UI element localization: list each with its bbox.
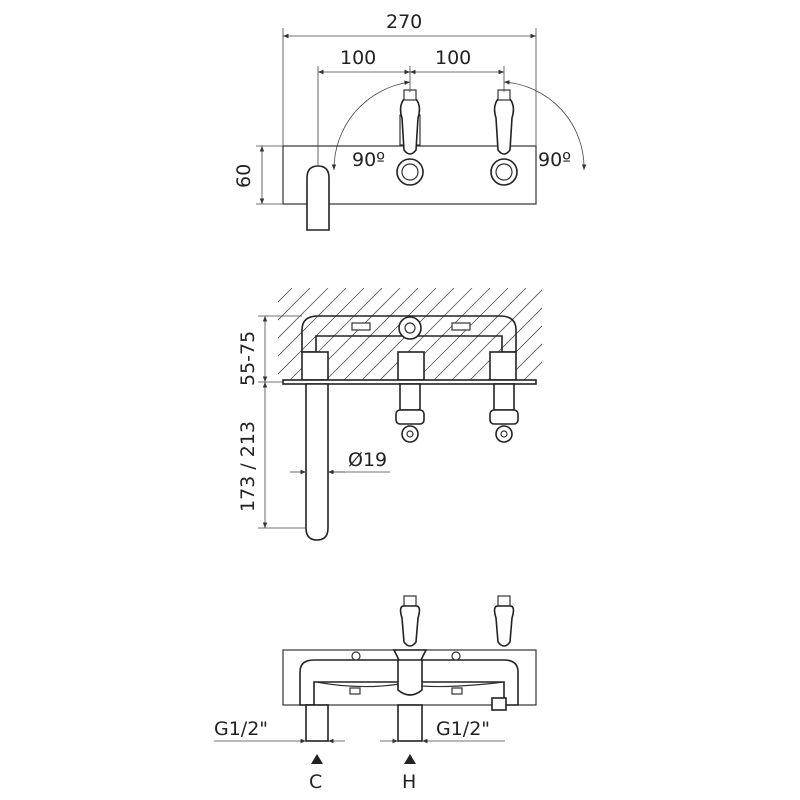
- dim-overall-width: 270: [386, 11, 422, 33]
- dim-spout-diameter: Ø19: [348, 449, 387, 471]
- dim-wall-depth: 55-75: [237, 331, 259, 386]
- dim-spout-drop: 173 / 213: [237, 421, 259, 512]
- cold-arrow-icon: [311, 754, 323, 764]
- side-spout: [305, 383, 329, 541]
- top-handle-left: [396, 89, 424, 186]
- front-handle-right: [493, 595, 515, 647]
- dim-spacing-right: 100: [435, 47, 471, 69]
- angle-right: 90º: [538, 149, 571, 171]
- wall-hatch: [278, 288, 542, 380]
- hot-label: H: [402, 771, 416, 793]
- angle-left: 90º: [352, 149, 385, 171]
- connection-right: G1/2": [436, 718, 490, 740]
- dim-spacing-left: 100: [340, 47, 376, 69]
- side-view: 55-75 173 / 213 Ø19: [237, 288, 542, 541]
- cold-pipe: [305, 704, 329, 742]
- cold-label: C: [309, 771, 322, 793]
- top-handle-right: [490, 89, 518, 186]
- front-handle-left: [399, 595, 421, 647]
- top-view: 270 100 100 60 90º 90º: [233, 11, 587, 231]
- side-handle-left: [395, 383, 425, 443]
- dim-height: 60: [233, 164, 255, 188]
- hot-arrow-icon: [404, 754, 416, 764]
- front-view: G1/2" G1/2" C H: [214, 595, 537, 793]
- hot-pipe: [397, 704, 423, 742]
- top-spout: [306, 165, 330, 231]
- connection-left: G1/2": [214, 718, 268, 740]
- side-handle-right: [489, 383, 519, 443]
